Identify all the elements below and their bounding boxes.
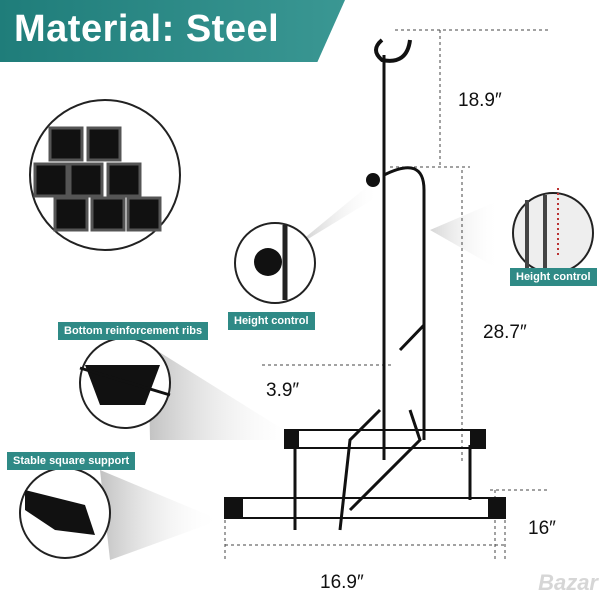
bottom-ribs-label: Bottom reinforcement ribs: [58, 322, 209, 340]
dim-top-height: 18.9″: [458, 90, 502, 111]
knob-closeup: [234, 222, 316, 304]
dim-main-height: 28.7″: [483, 322, 527, 343]
stand-frame: [224, 38, 506, 531]
height-control-label-right: Height control: [510, 268, 597, 286]
height-rail-closeup: [512, 188, 594, 274]
square-support-closeup: [19, 467, 111, 559]
ribs-closeup: [79, 337, 171, 429]
steel-tubes-closeup: [29, 99, 181, 251]
dim-base-width: 16.9″: [320, 572, 364, 593]
material-banner: Material: Steel: [0, 0, 345, 62]
dim-base-depth: 16″: [528, 518, 556, 539]
dimension-lines: [224, 29, 550, 560]
height-control-label-left: Height control: [228, 312, 315, 330]
dim-hook-depth: 3.9″: [266, 380, 300, 401]
banner-title: Material: Steel: [14, 8, 280, 50]
watermark: Bazar: [538, 570, 598, 595]
square-support-label: Stable square support: [7, 452, 136, 470]
